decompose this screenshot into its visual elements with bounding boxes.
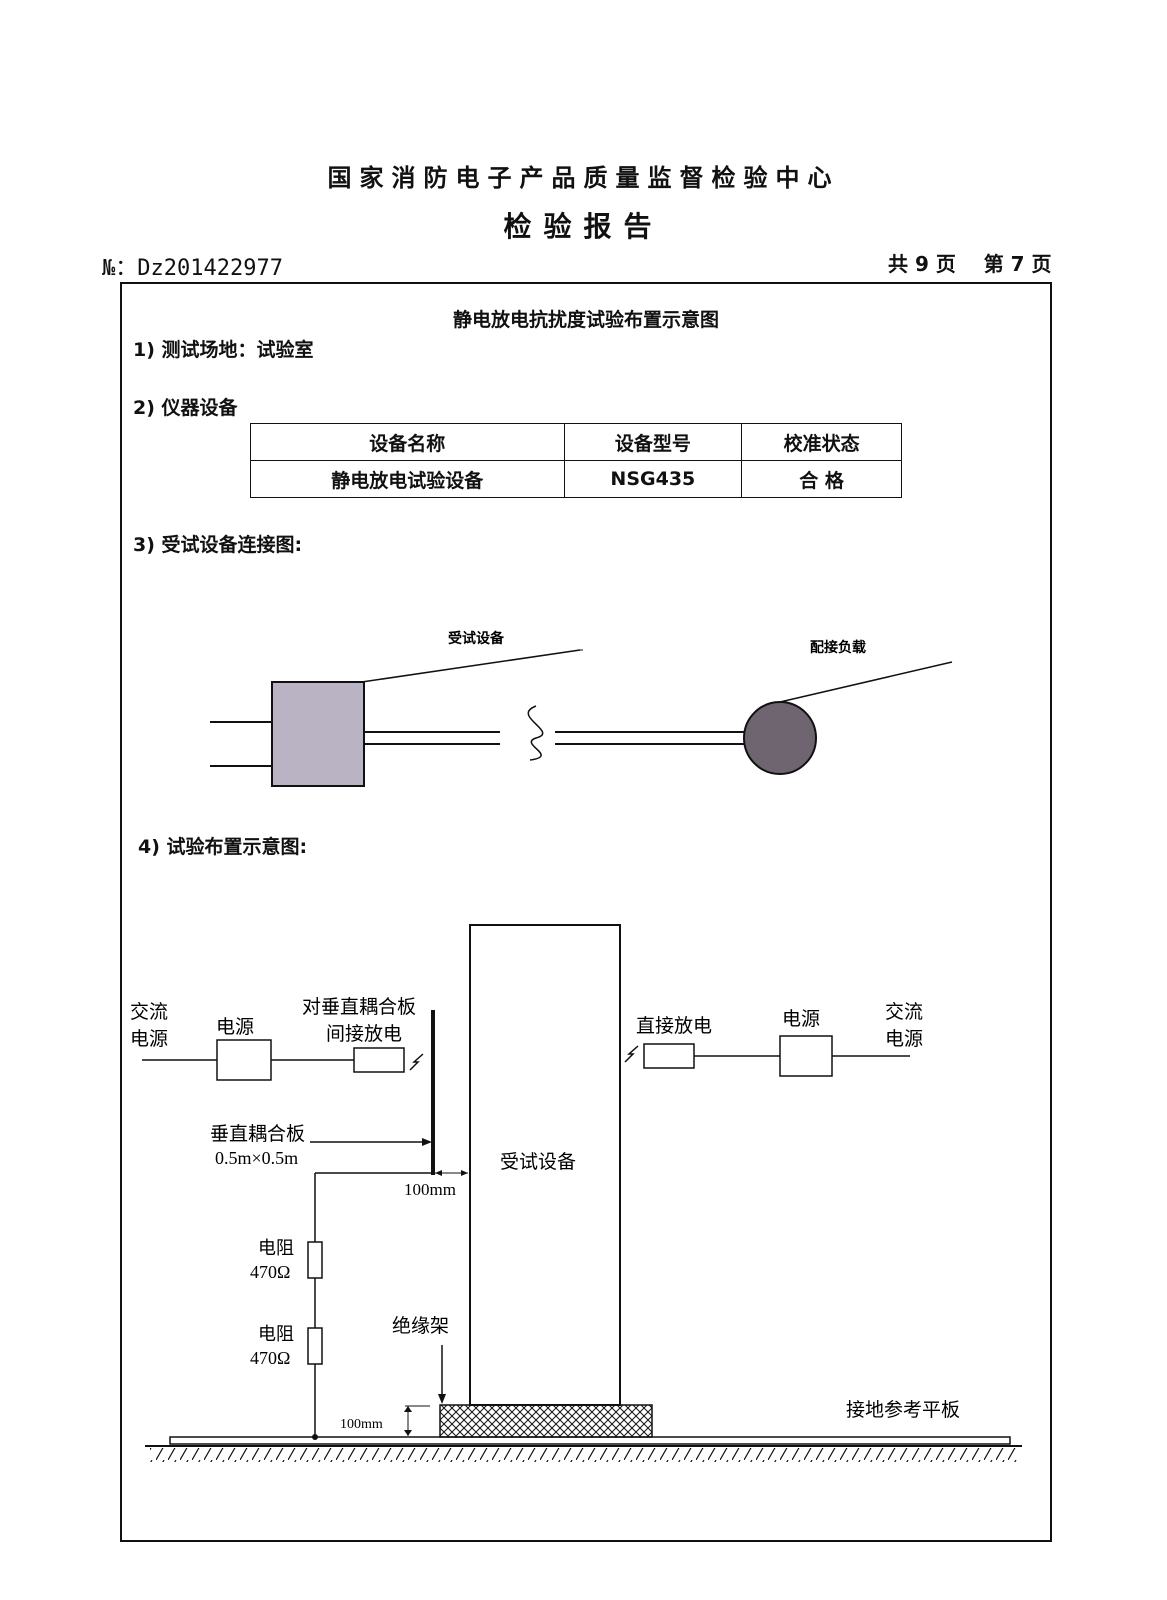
psu-left-box [216,1039,272,1081]
report-title: 检验报告 [503,210,664,243]
col-header-calibration: 校准状态 [741,423,902,461]
table-row: 静电放电试验设备 NSG435 合 格 [250,460,902,498]
organization-name: 国家消防电子产品质量监督检验中心 [327,164,840,192]
table-header-row: 设备名称 设备型号 校准状态 [250,423,902,461]
psu-right-box [779,1035,833,1077]
spark-left-icon [409,1053,424,1071]
discharge-gun-left [353,1047,405,1073]
ground-plane-label: 接地参考平板 [846,1399,960,1421]
eut-label: 受试设备 [448,630,505,647]
equipment-heading: 2) 仪器设备 [133,397,238,419]
col-header-name: 设备名称 [250,423,565,461]
cell-model: NSG435 [563,460,743,498]
direct-discharge-label: 直接放电 [636,1015,712,1037]
vcp-label-1: 垂直耦合板 [210,1123,305,1145]
load-label: 配接负载 [810,639,866,656]
insulation-label: 绝缘架 [392,1315,449,1337]
gap-bottom-label: 100mm [340,1417,383,1432]
resistor-2 [307,1327,323,1365]
insulation-support [439,1404,653,1438]
vcp-indirect-1: 对垂直耦合板 [302,996,416,1018]
gap-top-label: 100mm [404,1180,456,1199]
cell-name: 静电放电试验设备 [250,460,565,498]
ground-plane [169,1436,1011,1445]
content-frame [120,282,1052,1542]
connection-diagram: 受试设备 配接负载 [210,630,953,787]
page-indicator: 共 9 页 第 7 页 [888,252,1052,276]
ac-left-2: 电源 [130,1028,168,1050]
cell-calibration: 合 格 [741,460,902,498]
discharge-gun-right [643,1043,695,1069]
section-title: 静电放电抗扰度试验布置示意图 [452,309,719,331]
resistor-2-value: 470Ω [250,1348,290,1368]
resistor-1-value: 470Ω [250,1262,290,1282]
psu-right-label: 电源 [782,1008,820,1030]
load-circle [743,701,817,775]
layout-heading: 4) 试验布置示意图: [138,836,308,858]
vcp-indirect-2: 间接放电 [326,1023,402,1045]
resistor-1-label: 电阻 [258,1238,294,1258]
ac-right-1: 交流 [885,1001,923,1023]
layout-diagram: 受试设备 交流 电源 电源 对垂直耦合板 间接放电 垂直耦合板 0.5m×0.5… [130,924,1022,1462]
equipment-table: 设备名称 设备型号 校准状态 静电放电试验设备 NSG435 合 格 [250,423,902,498]
connection-heading: 3) 受试设备连接图: [133,534,303,556]
ac-right-2: 电源 [885,1028,923,1050]
resistor-1 [307,1241,323,1279]
col-header-model: 设备型号 [563,423,743,461]
earth-hatch [150,1448,1020,1462]
spark-right-icon [624,1045,639,1063]
document-number: №：Dz201422977 [102,256,283,281]
eut-box [271,681,365,787]
ac-left-1: 交流 [130,1001,168,1023]
eut-text: 受试设备 [500,1151,576,1173]
test-site-line: 1) 测试场地：试验室 [133,339,314,361]
vcp-label-2: 0.5m×0.5m [215,1148,298,1168]
psu-left-label: 电源 [216,1016,254,1038]
resistor-2-label: 电阻 [258,1324,294,1344]
